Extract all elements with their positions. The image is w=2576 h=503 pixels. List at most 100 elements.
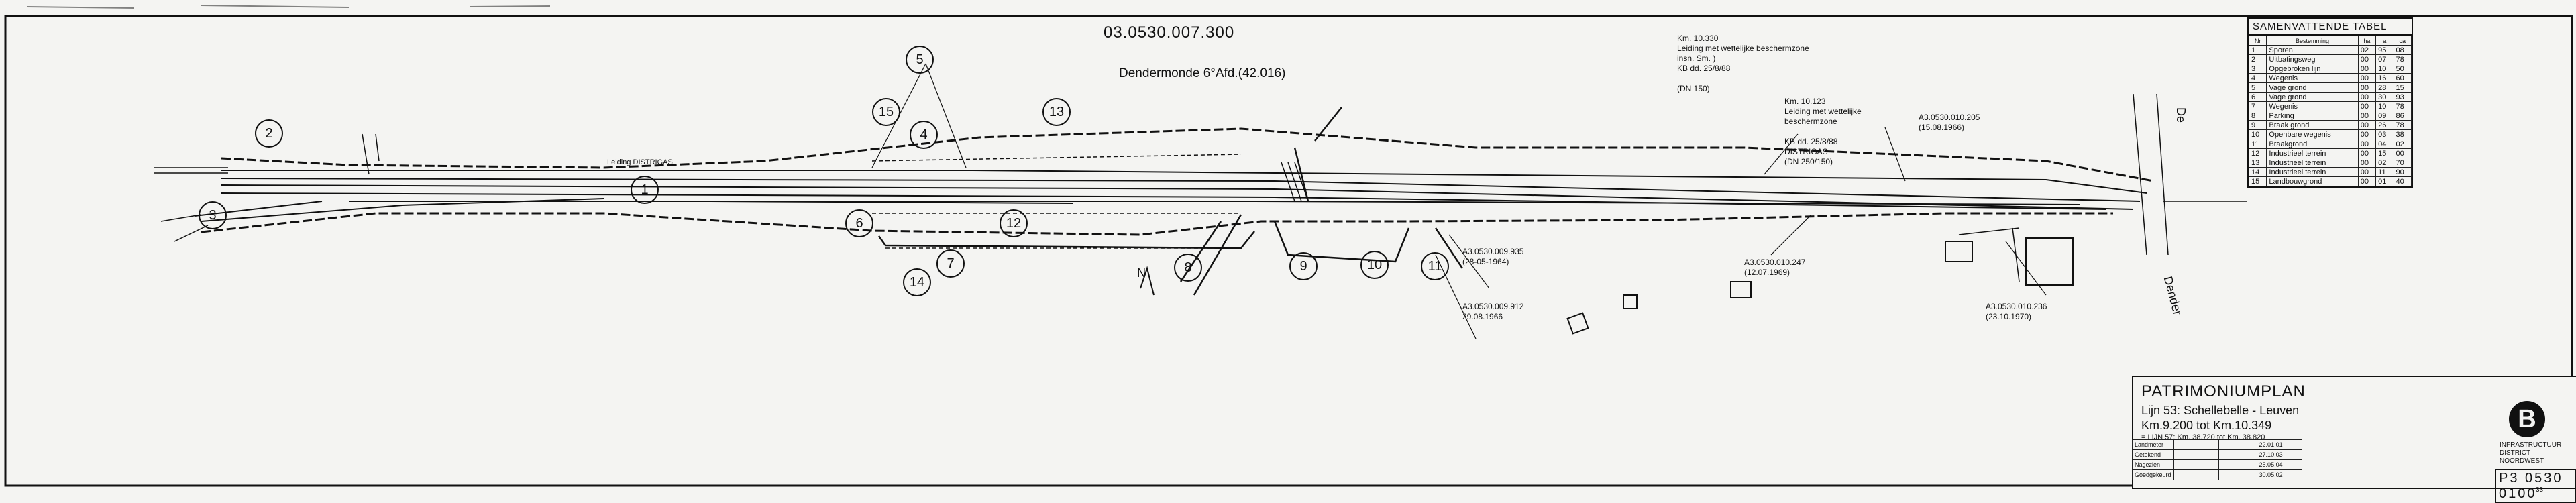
plan-drawing xyxy=(4,5,2573,487)
plan-km: Km.9.200 tot Km.10.349 xyxy=(2141,418,2272,432)
summary-cell-name: Industrieel terrein xyxy=(2266,167,2359,177)
note-a3-010236: A3.0530.010.236 (23.10.1970) xyxy=(1986,302,2047,321)
summary-cell-a: 11 xyxy=(2375,167,2394,177)
parcel-label-5: 5 xyxy=(906,46,934,74)
note-km10123: Km. 10.123 Leiding met wettelijke besche… xyxy=(1784,97,1862,166)
parcel-label-9: 9 xyxy=(1289,252,1318,280)
date-2: 27.10.03 xyxy=(2256,449,2302,460)
summary-cell-nr: 9 xyxy=(2248,120,2267,130)
summary-cell-a: 30 xyxy=(2375,92,2394,102)
summary-cell-nr: 7 xyxy=(2248,101,2267,111)
summary-cell-a: 09 xyxy=(2375,111,2394,121)
summary-cell-ha: 00 xyxy=(2357,82,2377,93)
summary-cell-ha: 00 xyxy=(2357,54,2377,64)
operator-1: INFRASTRUCTUUR xyxy=(2500,441,2562,449)
role-getekend: Getekend xyxy=(2132,449,2174,460)
summary-cell-nr: 13 xyxy=(2248,158,2267,168)
summary-cell-nr: 2 xyxy=(2248,54,2267,64)
summary-cell-name: Wegenis xyxy=(2266,73,2359,83)
summary-cell-ca: 70 xyxy=(2393,158,2412,168)
parcel-label-13: 13 xyxy=(1042,98,1071,126)
parcel-label-7: 7 xyxy=(936,249,965,278)
summary-table: SAMENVATTENDE TABEL Nr Bestemming ha a c… xyxy=(2247,17,2413,188)
summary-cell-a: 02 xyxy=(2375,158,2394,168)
summary-cell-name: Openbare wegenis xyxy=(2266,129,2359,139)
summary-cell-ca: 78 xyxy=(2393,54,2412,64)
plan-line: Lijn 53: Schellebelle - Leuven xyxy=(2141,404,2300,417)
plan-name: PATRIMONIUMPLAN xyxy=(2141,382,2306,400)
note-distrigas: Leiding DISTRIGAS xyxy=(607,158,673,166)
summary-cell-a: 15 xyxy=(2375,148,2394,158)
parcel-label-11: 11 xyxy=(1421,252,1449,280)
note-km10330: Km. 10.330 Leiding met wettelijke besche… xyxy=(1677,34,1809,93)
date-3: 25.05.04 xyxy=(2256,459,2302,470)
summary-cell-name: Vage grond xyxy=(2266,92,2359,102)
summary-cell-ca: 00 xyxy=(2393,148,2412,158)
summary-cell-ha: 00 xyxy=(2357,73,2377,83)
parcel-label-12: 12 xyxy=(1000,209,1028,237)
summary-title: SAMENVATTENDE TABEL xyxy=(2249,19,2412,36)
parcel-label-4: 4 xyxy=(910,121,938,149)
parcel-label-1: 1 xyxy=(631,176,659,204)
summary-cell-name: Industrieel terrein xyxy=(2266,148,2359,158)
north-label: N xyxy=(1137,266,1146,280)
sheet-number: 33 xyxy=(2536,486,2544,494)
summary-cell-a: 16 xyxy=(2375,73,2394,83)
summary-cell-a: 95 xyxy=(2375,45,2394,55)
role-nagezien: Nagezien xyxy=(2132,459,2174,470)
summary-cell-nr: 4 xyxy=(2248,73,2267,83)
summary-cell-name: Industrieel terrein xyxy=(2266,158,2359,168)
note-a3-009912: A3.0530.009.912 29.08.1966 xyxy=(1462,302,1524,321)
summary-cell-nr: 12 xyxy=(2248,148,2267,158)
drawing-area: Dendermonde 6°Afd.(42.016) xyxy=(1119,66,1286,80)
note-a3-010205: A3.0530.010.205 (15.08.1966) xyxy=(1919,113,1980,132)
summary-cell-ca: 60 xyxy=(2393,73,2412,83)
role-goedgekeurd: Goedgekeurd xyxy=(2132,469,2174,480)
summary-cell-ha: 00 xyxy=(2357,148,2377,158)
note-a3-009935: A3.0530.009.935 (28-05-1964) xyxy=(1462,247,1524,266)
parcel-label-3: 3 xyxy=(199,201,227,229)
role-landmeter: Landmeter xyxy=(2132,439,2174,450)
parcel-label-8: 8 xyxy=(1174,254,1202,282)
river-label-top: De xyxy=(2174,107,2188,123)
summary-cell-ha: 00 xyxy=(2357,101,2377,111)
summary-cell-nr: 1 xyxy=(2248,45,2267,55)
parcel-label-14: 14 xyxy=(903,268,931,296)
summary-cell-a: 01 xyxy=(2375,176,2394,186)
summary-cell-ca: 90 xyxy=(2393,167,2412,177)
col-nr: Nr xyxy=(2248,36,2267,46)
summary-cell-name: Landbouwgrond xyxy=(2266,176,2359,186)
summary-cell-ca: 86 xyxy=(2393,111,2412,121)
summary-cell-nr: 5 xyxy=(2248,82,2267,93)
parcel-label-2: 2 xyxy=(255,119,283,148)
summary-cell-nr: 15 xyxy=(2248,176,2267,186)
summary-cell-a: 04 xyxy=(2375,139,2394,149)
date-4: 30.05.02 xyxy=(2256,469,2302,480)
summary-cell-ha: 00 xyxy=(2357,139,2377,149)
summary-cell-ha: 00 xyxy=(2357,129,2377,139)
summary-cell-ha: 00 xyxy=(2357,167,2377,177)
summary-cell-name: Sporen xyxy=(2266,45,2359,55)
summary-cell-nr: 8 xyxy=(2248,111,2267,121)
summary-cell-ca: 40 xyxy=(2393,176,2412,186)
parcel-label-15: 15 xyxy=(872,98,900,126)
summary-cell-name: Parking xyxy=(2266,111,2359,121)
summary-cell-ca: 50 xyxy=(2393,64,2412,74)
parcel-label-6: 6 xyxy=(845,209,873,237)
summary-cell-a: 10 xyxy=(2375,64,2394,74)
summary-cell-ca: 78 xyxy=(2393,101,2412,111)
summary-cell-ca: 38 xyxy=(2393,129,2412,139)
summary-cell-nr: 14 xyxy=(2248,167,2267,177)
